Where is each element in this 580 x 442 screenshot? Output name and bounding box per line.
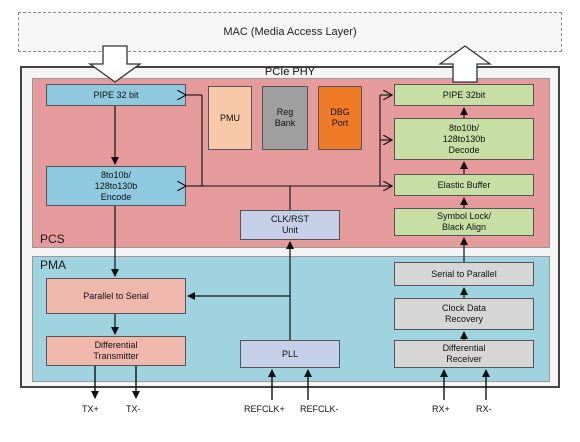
pcs-label: PCS (40, 232, 65, 246)
pll-box: PLL (240, 340, 340, 368)
reg-bank-box: Reg Bank (262, 86, 308, 150)
mac-label: MAC (Media Access Layer) (223, 26, 357, 38)
mac-layer-box: MAC (Media Access Layer) (18, 12, 562, 52)
decode-box: 8to10b/ 128to130b Decode (394, 118, 534, 160)
clk-rst-unit-label: CLK/RST Unit (270, 214, 309, 235)
serial-to-parallel-label: Serial to Parallel (431, 268, 497, 279)
phy-title: PCIe PHY (264, 66, 316, 78)
pmu-box: PMU (208, 86, 252, 150)
refclk-minus-label: REFCLK- (300, 404, 339, 414)
tx-pipe-label: PIPE 32 bit (93, 89, 139, 100)
parallel-to-serial-label: Parallel to Serial (83, 290, 149, 301)
refclk-plus-label: REFCLK+ (244, 404, 285, 414)
differential-transmitter-box: Differential Transmitter (46, 336, 186, 366)
reg-bank-label: Reg Bank (274, 107, 296, 128)
tx-pipe-box: PIPE 32 bit (46, 84, 186, 106)
rx-pipe-box: PIPE 32bit (394, 84, 534, 106)
parallel-to-serial-box: Parallel to Serial (46, 278, 186, 314)
clk-rst-unit-box: CLK/RST Unit (240, 210, 340, 240)
differential-transmitter-label: Differential Transmitter (93, 340, 139, 361)
rx-pipe-label: PIPE 32bit (442, 89, 486, 100)
differential-receiver-box: Differential Receiver (394, 340, 534, 368)
serial-to-parallel-box: Serial to Parallel (394, 262, 534, 286)
differential-receiver-label: Differential Receiver (442, 343, 486, 364)
decode-label: 8to10b/ 128to130b Decode (442, 122, 486, 155)
pll-label: PLL (281, 348, 298, 359)
symbol-lock-label: Symbol Lock/ Black Align (436, 211, 492, 232)
elastic-buffer-box: Elastic Buffer (394, 174, 534, 196)
dbg-port-label: DBG Port (330, 107, 350, 128)
pma-label: PMA (40, 258, 67, 272)
rx-minus-label: RX- (476, 404, 492, 414)
tx-plus-label: TX+ (82, 404, 99, 414)
clock-data-recovery-box: Clock Data Recovery (394, 298, 534, 330)
rx-plus-label: RX+ (432, 404, 450, 414)
pmu-label: PMU (220, 112, 240, 123)
encode-label: 8to10b/ 128to130b Encode (94, 169, 138, 202)
dbg-port-box: DBG Port (318, 86, 362, 150)
clock-data-recovery-label: Clock Data Recovery (441, 303, 486, 324)
tx-minus-label: TX- (126, 404, 141, 414)
encode-box: 8to10b/ 128to130b Encode (46, 166, 186, 206)
symbol-lock-box: Symbol Lock/ Black Align (394, 208, 534, 236)
elastic-buffer-label: Elastic Buffer (437, 179, 491, 190)
